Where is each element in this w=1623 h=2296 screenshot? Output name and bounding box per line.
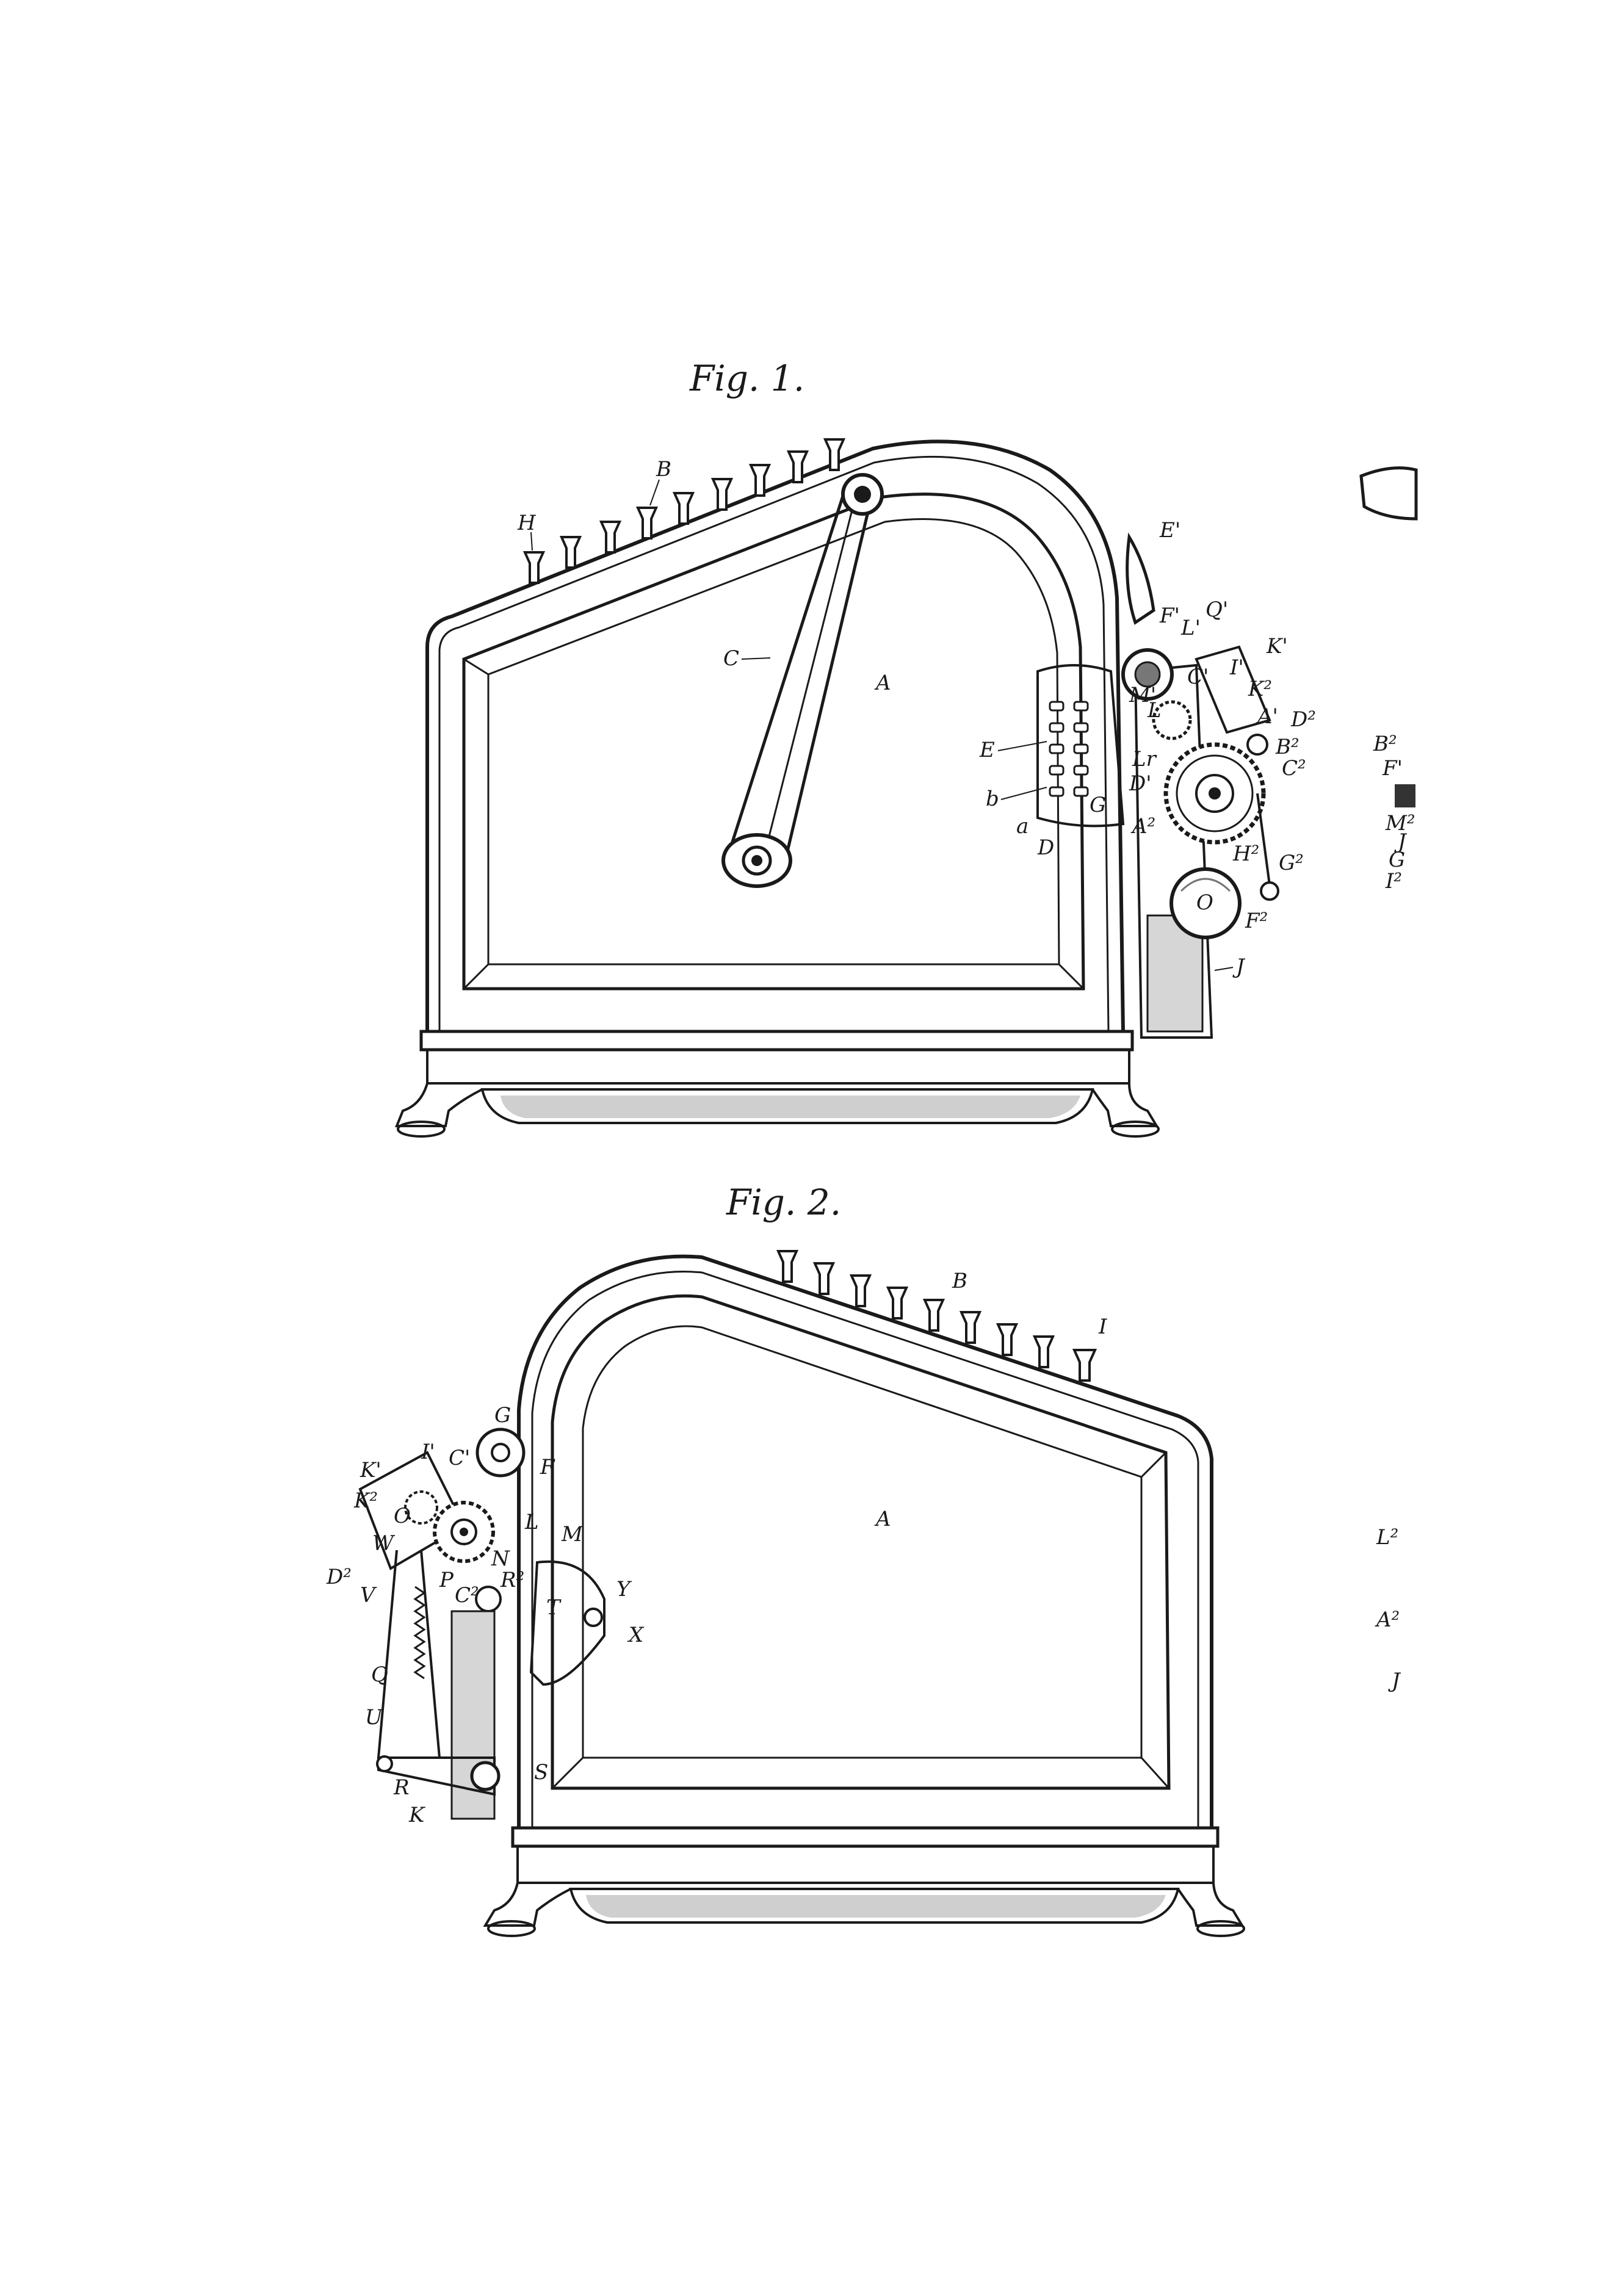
fig2-right-foot xyxy=(1177,1882,1245,1927)
svg-text:L²: L² xyxy=(1376,1525,1398,1550)
svg-text:B²: B² xyxy=(1275,735,1299,759)
svg-text:T: T xyxy=(546,1595,562,1620)
svg-text:I': I' xyxy=(421,1440,435,1464)
svg-text:H: H xyxy=(517,511,537,535)
fig1-inner-panel xyxy=(462,493,1085,991)
svg-text:F': F' xyxy=(1159,604,1180,628)
margin-fragments: B² F' M² J G I² L² A² J xyxy=(1359,466,1418,1693)
svg-text:L: L xyxy=(1147,698,1162,723)
svg-text:C²: C² xyxy=(455,1583,479,1608)
svg-text:K²: K² xyxy=(1248,677,1272,701)
svg-text:X: X xyxy=(627,1623,645,1647)
svg-text:I': I' xyxy=(1229,655,1244,680)
svg-text:M: M xyxy=(561,1522,584,1547)
svg-text:a: a xyxy=(1016,814,1028,839)
svg-text:D²: D² xyxy=(326,1565,352,1589)
svg-text:R: R xyxy=(393,1775,410,1800)
svg-text:O: O xyxy=(1196,890,1213,915)
svg-text:J: J xyxy=(1388,1669,1401,1693)
figure-2: Fig. 2. xyxy=(326,1182,1245,1937)
svg-text:C: C xyxy=(723,646,739,671)
svg-text:K': K' xyxy=(1266,634,1288,659)
fig2-drawer xyxy=(569,1888,1180,1924)
svg-text:G: G xyxy=(1090,793,1106,817)
fig1-crank-lever xyxy=(721,473,884,888)
fig1-reference-labels: H B C A E' F' L' Q' K' I' C' K² M' D² A'… xyxy=(517,457,1316,979)
svg-text:J: J xyxy=(1232,955,1246,979)
svg-text:G: G xyxy=(1389,848,1405,872)
svg-text:M': M' xyxy=(1129,683,1156,707)
fig1-drawer xyxy=(480,1088,1094,1124)
fig2-keys xyxy=(776,1250,1097,1382)
svg-text:A²: A² xyxy=(1375,1608,1400,1632)
svg-text:B: B xyxy=(952,1269,967,1293)
svg-text:G: G xyxy=(494,1403,511,1428)
svg-text:W: W xyxy=(372,1531,396,1556)
svg-text:K': K' xyxy=(360,1458,381,1482)
svg-text:C²: C² xyxy=(1282,756,1306,781)
svg-text:P: P xyxy=(439,1568,454,1592)
svg-text:H²: H² xyxy=(1232,842,1259,866)
fig1-right-foot xyxy=(1091,1083,1159,1127)
svg-text:L: L xyxy=(524,1510,539,1534)
svg-text:O: O xyxy=(394,1504,411,1528)
figure-2-title: Fig. 2. xyxy=(726,1182,841,1223)
svg-text:A: A xyxy=(874,671,891,695)
svg-text:Q: Q xyxy=(371,1662,388,1687)
svg-text:Y: Y xyxy=(616,1577,632,1601)
fig2-reference-labels: B I G K' I' C' F K² O W D² P N L M C² V … xyxy=(326,1269,1107,1827)
svg-text:D²: D² xyxy=(1290,707,1316,732)
svg-text:V: V xyxy=(360,1583,377,1608)
svg-text:C': C' xyxy=(1187,665,1209,689)
svg-text:K: K xyxy=(408,1803,426,1827)
svg-text:G²: G² xyxy=(1279,851,1304,875)
svg-text:F²: F² xyxy=(1245,909,1268,933)
svg-text:C': C' xyxy=(449,1446,470,1470)
fig1-register-mechanism xyxy=(1121,532,1279,1039)
svg-text:I: I xyxy=(1098,1315,1107,1339)
fig1-left-foot xyxy=(395,1083,483,1127)
svg-text:U: U xyxy=(365,1705,383,1730)
fig1-base-band xyxy=(419,1030,1134,1052)
svg-text:E': E' xyxy=(1159,518,1180,543)
svg-text:D': D' xyxy=(1129,771,1152,796)
svg-text:F: F xyxy=(540,1455,555,1479)
svg-text:R²: R² xyxy=(500,1568,524,1592)
svg-text:E: E xyxy=(979,738,995,762)
figure-1: Fig. 1. xyxy=(395,358,1316,1138)
svg-text:J: J xyxy=(1394,829,1408,854)
svg-text:A': A' xyxy=(1256,704,1278,729)
fig1-case-outline xyxy=(425,439,1125,1032)
svg-text:A: A xyxy=(874,1507,891,1531)
svg-text:A²: A² xyxy=(1130,814,1155,839)
fig2-inner-panel xyxy=(551,1294,1171,1790)
fig2-left-foot xyxy=(483,1882,571,1927)
svg-text:Q': Q' xyxy=(1206,597,1228,622)
svg-text:F': F' xyxy=(1382,756,1403,781)
fig1-keys xyxy=(522,438,846,584)
svg-text:B: B xyxy=(656,457,671,482)
fig2-case-outline xyxy=(517,1254,1213,1828)
svg-text:N: N xyxy=(491,1547,510,1571)
svg-text:B²: B² xyxy=(1373,732,1397,756)
figure-1-title: Fig. 1. xyxy=(689,358,804,399)
svg-text:M²: M² xyxy=(1385,811,1415,836)
svg-text:D: D xyxy=(1037,836,1054,860)
svg-text:b: b xyxy=(986,787,999,811)
svg-text:K²: K² xyxy=(353,1489,378,1513)
svg-text:S: S xyxy=(534,1760,548,1785)
svg-text:L': L' xyxy=(1180,616,1201,640)
fig1-side-plate xyxy=(1036,664,1125,828)
fig2-register-mechanism xyxy=(358,1428,605,1820)
svg-text:I²: I² xyxy=(1385,869,1402,893)
svg-text:Lr: Lr xyxy=(1132,747,1157,771)
